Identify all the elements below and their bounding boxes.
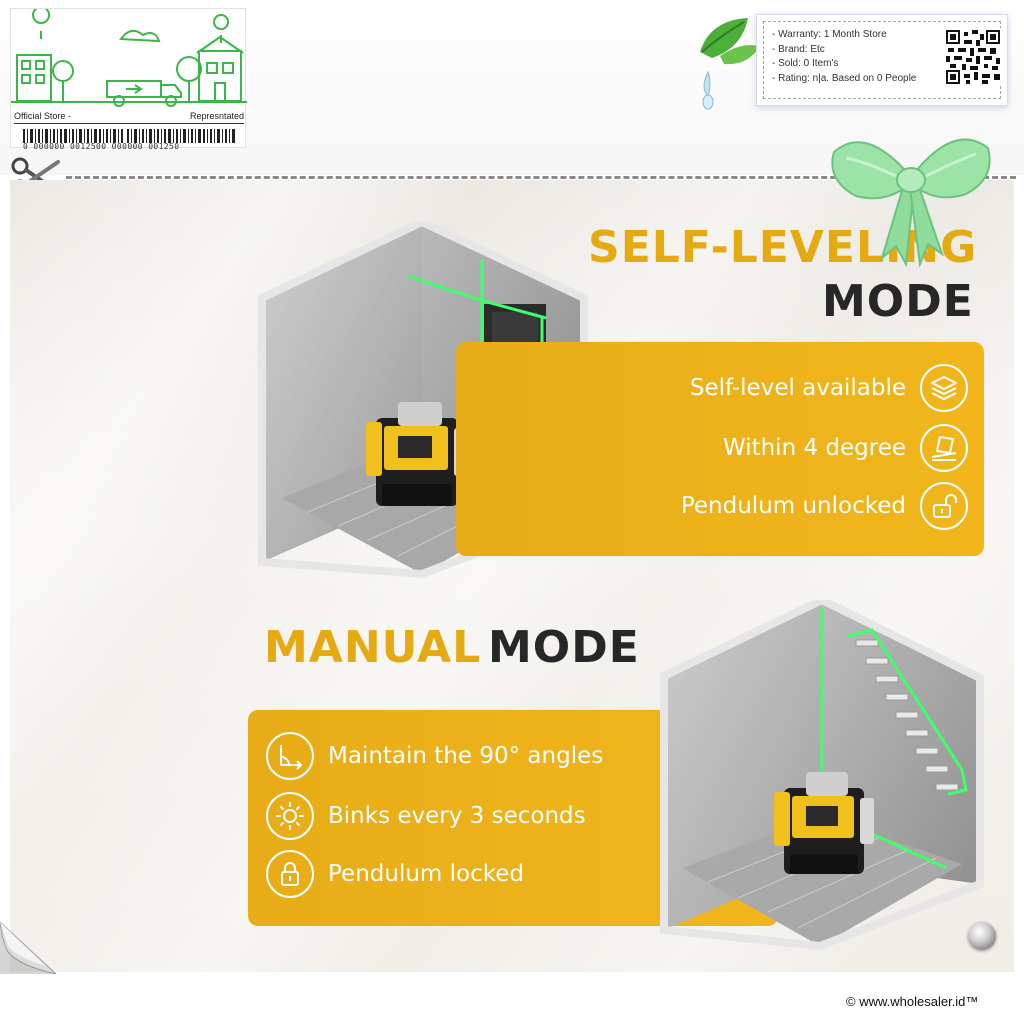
copyright-footer: © www.wholesaler.id™ <box>846 994 979 1009</box>
warranty-line: - Warranty: 1 Month Store <box>772 29 887 40</box>
qr-code-icon <box>944 28 1002 86</box>
barcode-graphic <box>23 129 235 143</box>
feature-pendulum-locked: Pendulum locked <box>266 850 524 898</box>
feature-label: Pendulum unlocked <box>680 493 906 519</box>
layers-icon <box>920 364 968 412</box>
self-leveling-title: SELF-LEVELING <box>588 222 978 273</box>
product-info-frame: - Warranty: 1 Month Store - Brand: Etc -… <box>763 21 1002 99</box>
sun-blink-icon <box>266 792 314 840</box>
rating-line: - Rating: n|a. Based on 0 People <box>772 72 917 84</box>
feature-label: Self-level available <box>689 375 906 401</box>
official-store-card: Official Store - Represntated 0 000000 0… <box>10 8 247 151</box>
city-delivery-illustration <box>11 9 247 107</box>
right-angle-icon <box>266 732 314 780</box>
store-label-row: Official Store - Represntated <box>14 111 244 124</box>
cut-here-dashed-line <box>66 176 1016 179</box>
manual-mode-word: MODE <box>488 622 640 673</box>
page-curl-corner-icon <box>0 922 56 974</box>
product-info-card: - Warranty: 1 Month Store - Brand: Etc -… <box>756 14 1008 106</box>
feature-maintain-90-angles: Maintain the 90° angles <box>266 732 603 780</box>
locked-padlock-icon <box>266 850 314 898</box>
laser-level-device <box>774 772 874 874</box>
unlocked-padlock-icon <box>920 482 968 530</box>
represented-label: Represntated <box>189 111 244 121</box>
tilt-level-icon <box>920 424 968 472</box>
manual-title: MANUAL <box>264 622 482 673</box>
feature-within-4-degree: Within 4 degree <box>723 424 968 472</box>
laser-level-device <box>366 402 468 506</box>
feature-blinks-every-3-seconds: Binks every 3 seconds <box>266 792 586 840</box>
self-leveling-feature-box <box>456 342 984 556</box>
feature-label: Within 4 degree <box>722 435 906 461</box>
feature-self-level-available: Self-level available <box>690 364 968 412</box>
self-leveling-mode-word: MODE <box>822 276 974 327</box>
feature-label: Binks every 3 seconds <box>328 803 586 829</box>
sold-line: - Sold: 0 Item's <box>772 58 839 70</box>
brand-line: - Brand: Etc <box>772 43 825 55</box>
official-store-label: Official Store - <box>14 111 71 121</box>
manual-mode-room-illustration <box>660 600 984 950</box>
green-ribbon-bow-icon <box>831 138 991 268</box>
feature-pendulum-unlocked: Pendulum unlocked <box>681 482 968 530</box>
leaf-water-drop-icon <box>700 18 760 110</box>
barcode-number: 0 000000 0012500 000000 001250 <box>23 142 180 151</box>
feature-label: Maintain the 90° angles <box>328 743 604 769</box>
product-info-list: - Warranty: 1 Month Store - Brand: Etc -… <box>772 28 916 86</box>
feature-label: Pendulum locked <box>328 861 524 887</box>
metal-rivet-icon <box>968 922 996 950</box>
